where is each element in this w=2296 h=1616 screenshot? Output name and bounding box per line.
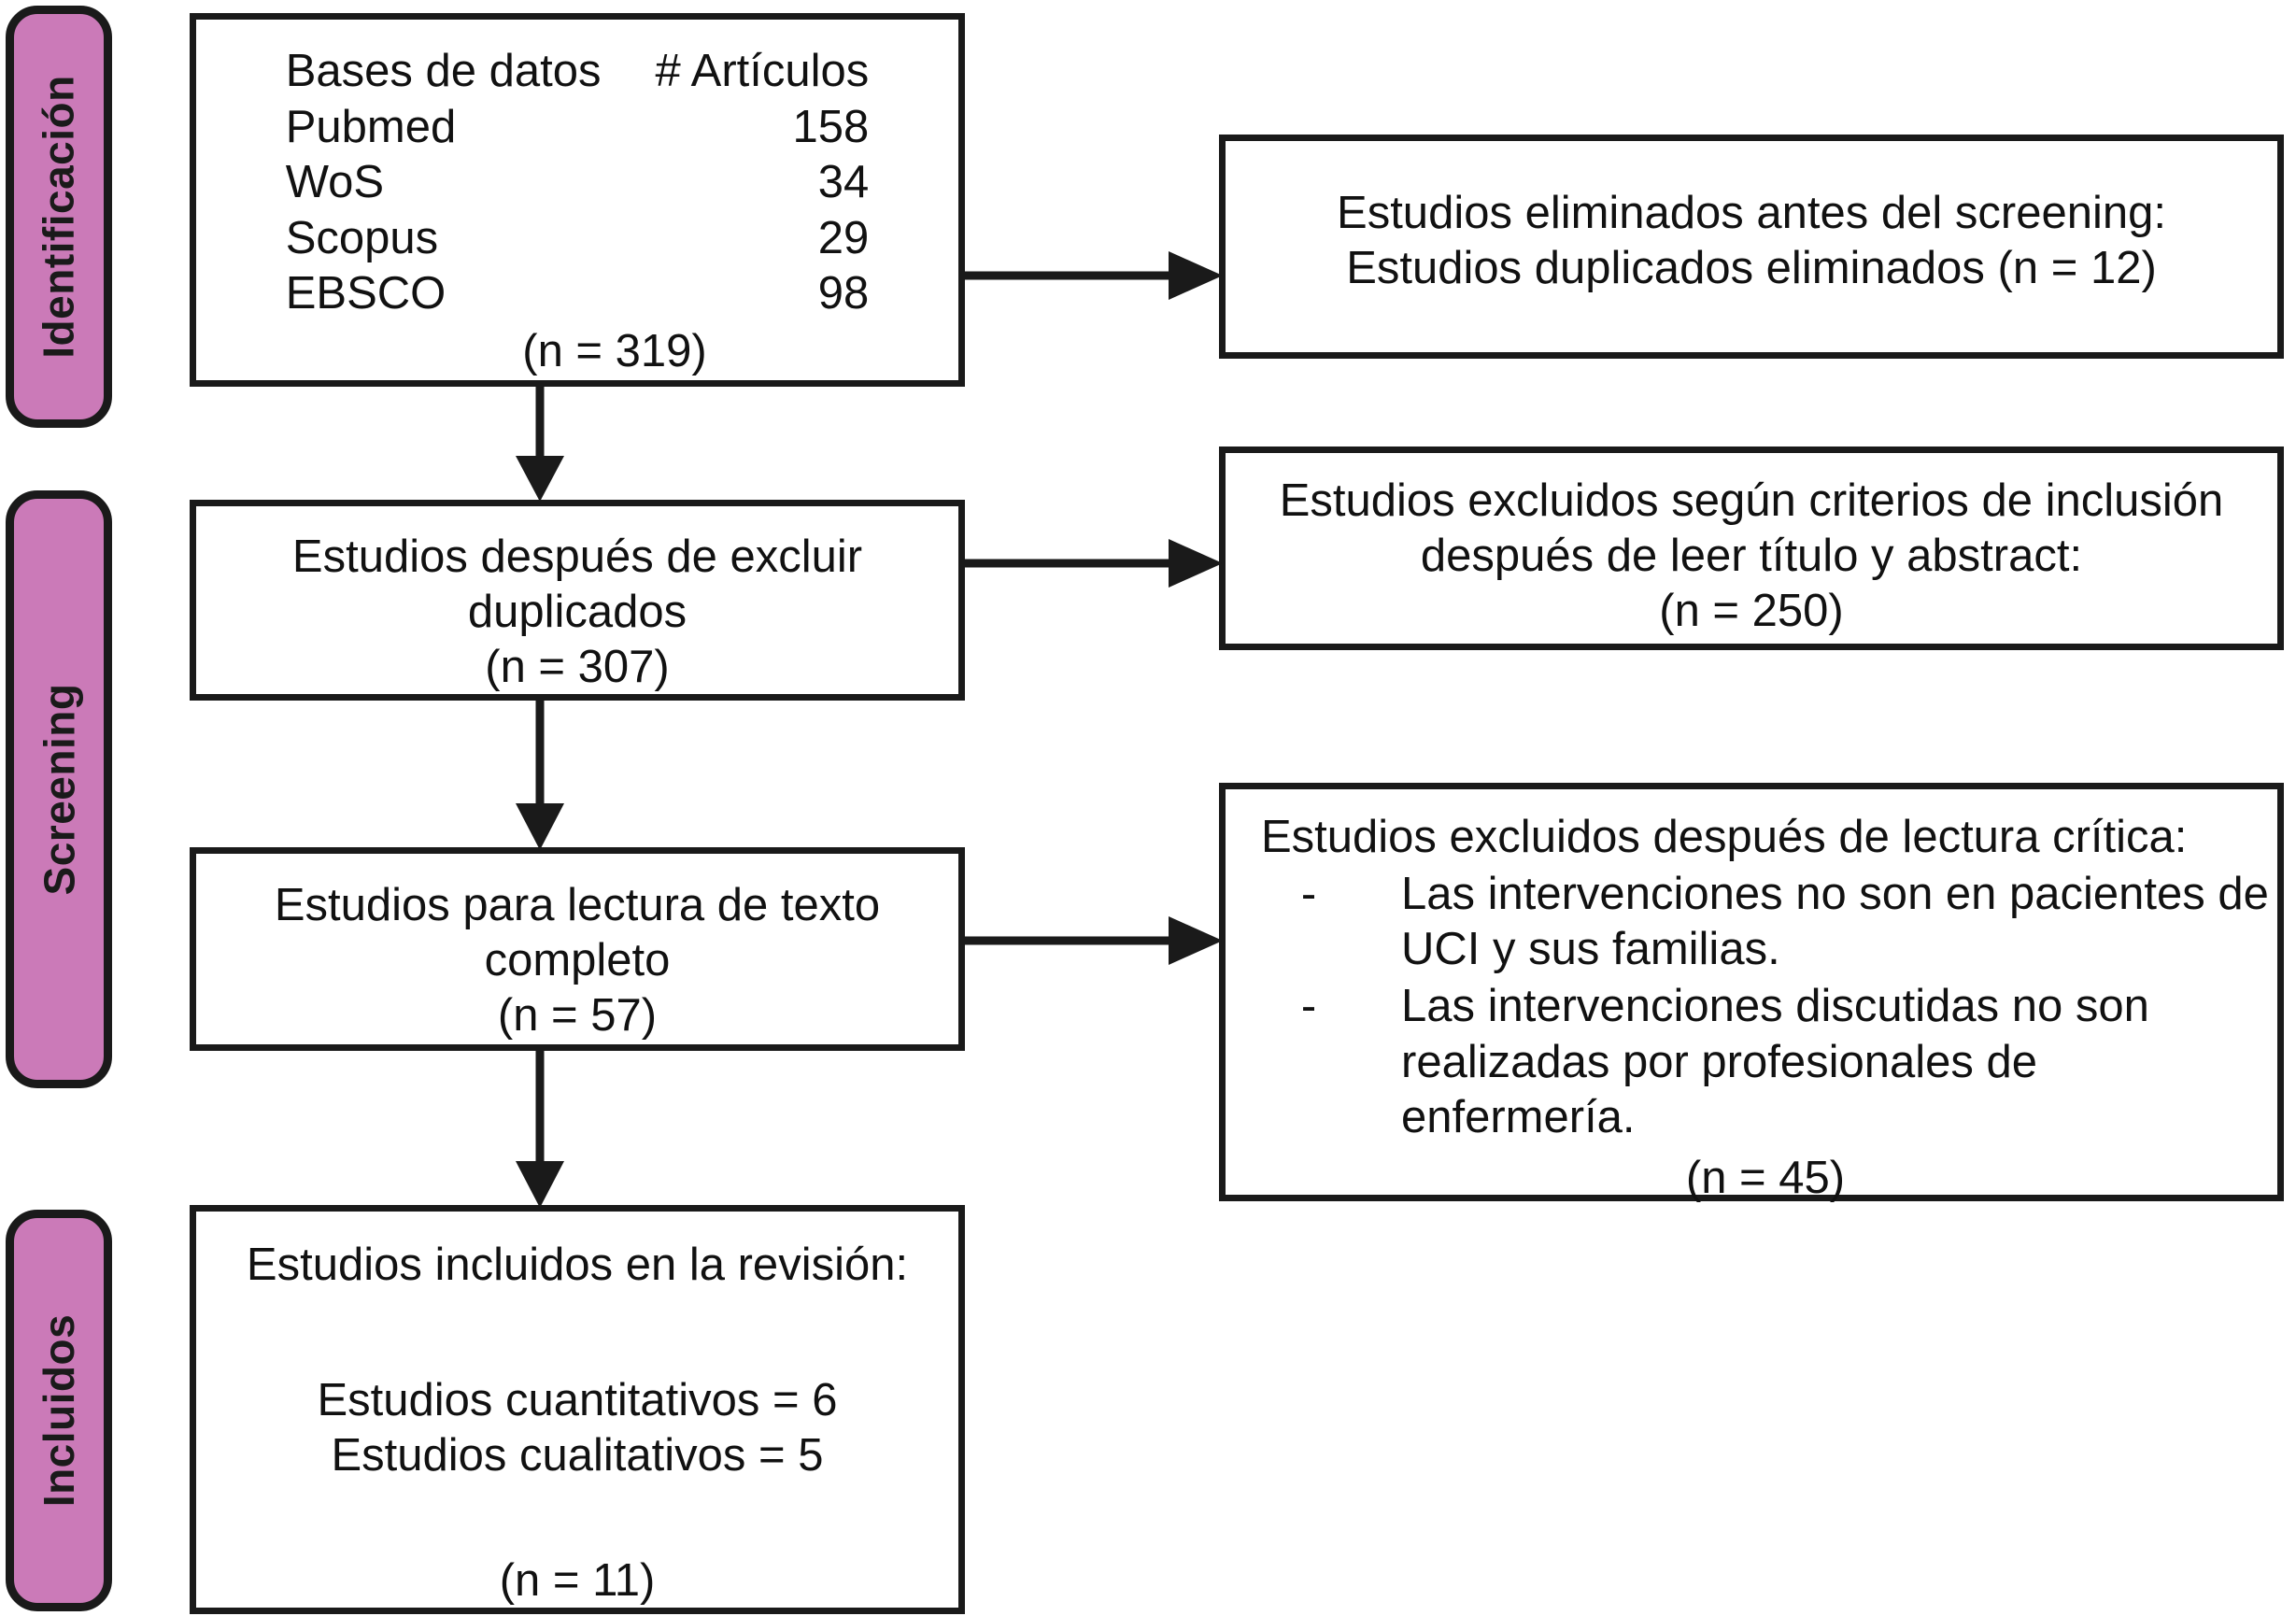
arrow-identification-to-after-duplicates [516, 381, 564, 502]
removed-before-screening-line-1: Estudios eliminados antes del screening: [1337, 188, 2166, 238]
stage-bar-incluidos: Incluidos [6, 1210, 112, 1611]
stage-label-incluidos: Incluidos [35, 1313, 83, 1508]
full-text-count: (n = 57) [497, 989, 658, 1041]
excluded-critical-reading-bullets: - Las intervenciones no son en pacientes… [1226, 867, 2277, 1145]
excluded-title-abstract-line-2: después de leer título y abstract: [1420, 530, 2083, 581]
database-row-count: 98 [817, 268, 870, 319]
arrow-full-text-to-excluded-critical [961, 916, 1223, 965]
database-row-count: 158 [792, 101, 870, 152]
list-item: - Las intervenciones no son en pacientes… [1226, 867, 2277, 978]
removed-before-screening-line-2: Estudios duplicados eliminados (n = 12) [1346, 242, 2157, 293]
removed-before-screening-box: Estudios eliminados antes del screening:… [1219, 135, 2284, 359]
database-row-name: WoS [285, 157, 385, 208]
database-row-count: 29 [817, 212, 870, 263]
bullet-text: Las intervenciones discutidas no son rea… [1401, 981, 2149, 1142]
included-box: Estudios incluidos en la revisión: Estud… [190, 1205, 965, 1614]
excluded-critical-reading-title: Estudios excluidos después de lectura cr… [1261, 812, 2188, 862]
included-spacer [196, 1293, 958, 1373]
arrow-identification-to-removed [961, 251, 1223, 300]
database-row-name: Scopus [285, 212, 439, 263]
excluded-critical-reading-count: (n = 45) [1685, 1153, 1846, 1204]
after-duplicates-count: (n = 307) [485, 641, 670, 692]
excluded-critical-reading-box: Estudios excluidos después de lectura cr… [1219, 783, 2284, 1203]
database-row-count: 34 [817, 157, 870, 208]
database-row-name: Pubmed [285, 101, 457, 152]
excluded-title-abstract-count: (n = 250) [1659, 585, 1844, 636]
databases-header-sources: Bases de datos [285, 46, 602, 96]
excluded-title-abstract-line-1: Estudios excluidos según criterios de in… [1279, 475, 2224, 526]
arrow-full-text-to-included [516, 1045, 564, 1208]
included-title: Estudios incluidos en la revisión: [246, 1240, 909, 1290]
full-text-line-2: completo [484, 934, 671, 985]
excluded-title-abstract-box: Estudios excluidos según criterios de in… [1219, 447, 2284, 650]
arrow-after-duplicates-to-full-text [516, 695, 564, 850]
after-duplicates-line-1: Estudios después de excluir [291, 532, 863, 582]
bullet-dash-icon: - [1300, 981, 1317, 1032]
databases-table: Bases de datos # Artículos Pubmed 158 Wo… [196, 44, 958, 322]
included-spacer-2 [196, 1482, 958, 1553]
full-text-box: Estudios para lectura de texto completo … [190, 847, 965, 1051]
included-count: (n = 11) [499, 1555, 656, 1607]
bullet-dash-icon: - [1300, 868, 1317, 919]
stage-bar-screening: Screening [6, 490, 112, 1088]
after-duplicates-line-2: duplicados [467, 586, 687, 637]
identification-box: Bases de datos # Artículos Pubmed 158 Wo… [190, 13, 965, 387]
stage-label-screening: Screening [35, 683, 84, 896]
database-row-name: EBSCO [285, 268, 446, 319]
bullet-text: Las intervenciones no son en pacientes d… [1401, 868, 2269, 975]
included-quantitative: Estudios cuantitativos = 6 [317, 1374, 838, 1425]
included-qualitative: Estudios cualitativos = 5 [331, 1429, 824, 1481]
identification-total: (n = 319) [522, 325, 707, 376]
stage-label-identificacion: Identificación [35, 75, 84, 359]
list-item: - Las intervenciones discutidas no son r… [1226, 979, 2277, 1145]
arrow-after-duplicates-to-excluded [961, 539, 1223, 588]
full-text-line-1: Estudios para lectura de texto [274, 880, 881, 930]
databases-header-count: # Artículos [655, 46, 870, 96]
after-duplicates-box: Estudios después de excluir duplicados (… [190, 500, 965, 701]
stage-bar-identificacion: Identificación [6, 6, 112, 428]
